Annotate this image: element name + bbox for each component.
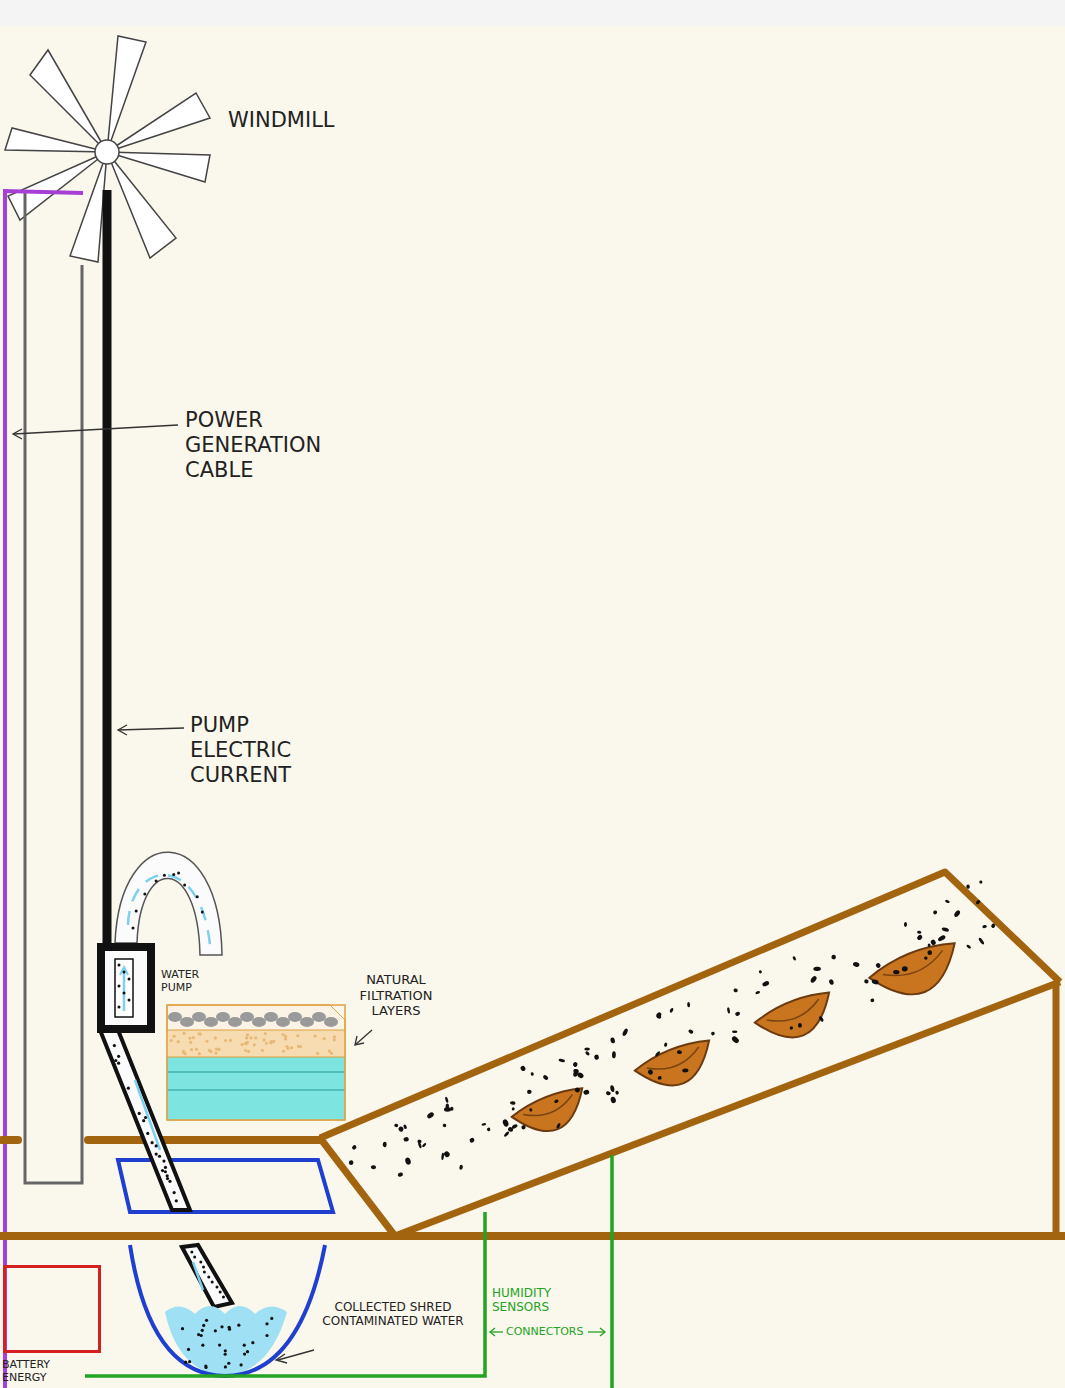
- cocoa-husks: [510, 936, 968, 1143]
- battery-box: BATTERY ENERGY: [0, 1263, 101, 1385]
- windmill-hub: [95, 140, 119, 164]
- pump-housing: [97, 943, 155, 1033]
- label: CONNECTORS: [506, 1325, 586, 1338]
- label: NATURAL FILTRATION LAYERS: [348, 972, 444, 1019]
- pipe: [100, 1030, 232, 1307]
- battery-outline: [3, 1265, 101, 1353]
- top-band: [0, 0, 1065, 26]
- leader-lines: [13, 425, 372, 1363]
- filtration-box: [167, 1005, 345, 1120]
- drying-ramp: [320, 872, 1060, 1236]
- power-cable: [5, 191, 83, 1388]
- label: HUMIDITY SENSORS: [492, 1286, 582, 1315]
- humidity-sensor-wires: [85, 1155, 612, 1388]
- contaminant-dots: [113, 872, 996, 1369]
- label: WINDMILL: [228, 108, 428, 133]
- label: COLLECTED SHRED CONTAMINATED WATER: [318, 1300, 468, 1329]
- water-pump: WATER PUMP: [97, 943, 211, 1033]
- collection-bowl: [130, 1245, 325, 1376]
- node-label: WATER PUMP: [161, 968, 211, 994]
- label: PUMP ELECTRIC CURRENT: [190, 713, 340, 789]
- label: POWER GENERATION CABLE: [185, 408, 350, 484]
- tower: [25, 190, 82, 1183]
- pump-cable: [103, 190, 112, 945]
- node-label: BATTERY ENERGY: [2, 1358, 72, 1384]
- hose: [115, 852, 222, 955]
- pump-interior: [105, 951, 147, 1025]
- collection-tray: [118, 1160, 333, 1212]
